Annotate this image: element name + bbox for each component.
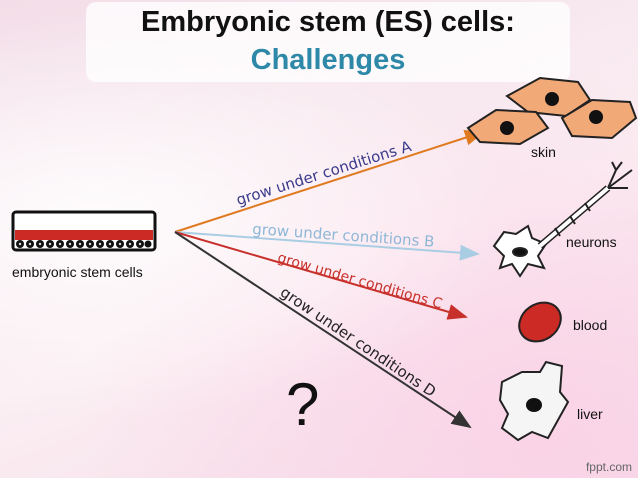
slide-title: Embryonic stem (ES) cells: [141,6,515,38]
arrow-d [174,231,472,429]
source-label: embryonic stem cells [12,264,143,280]
liver-cell-icon [498,360,570,442]
target-label-liver: liver [577,406,603,422]
target-label-skin: skin [531,144,556,160]
target-label-neurons: neurons [566,234,617,250]
title-box: Embryonic stem (ES) cells: Challenges [86,2,570,82]
watermark: fppt.com [585,460,632,474]
arrow-b [174,231,480,261]
question-mark: ? [286,371,320,438]
blood-cell-icon [518,301,562,343]
stem-cell-dish [11,210,157,252]
target-label-blood: blood [573,317,608,333]
slide-subtitle: Challenges [250,44,406,76]
arrow-c [174,231,468,320]
skin-cells-icon [466,76,638,146]
neuron-icon [492,161,633,278]
arrow-a [174,129,485,233]
